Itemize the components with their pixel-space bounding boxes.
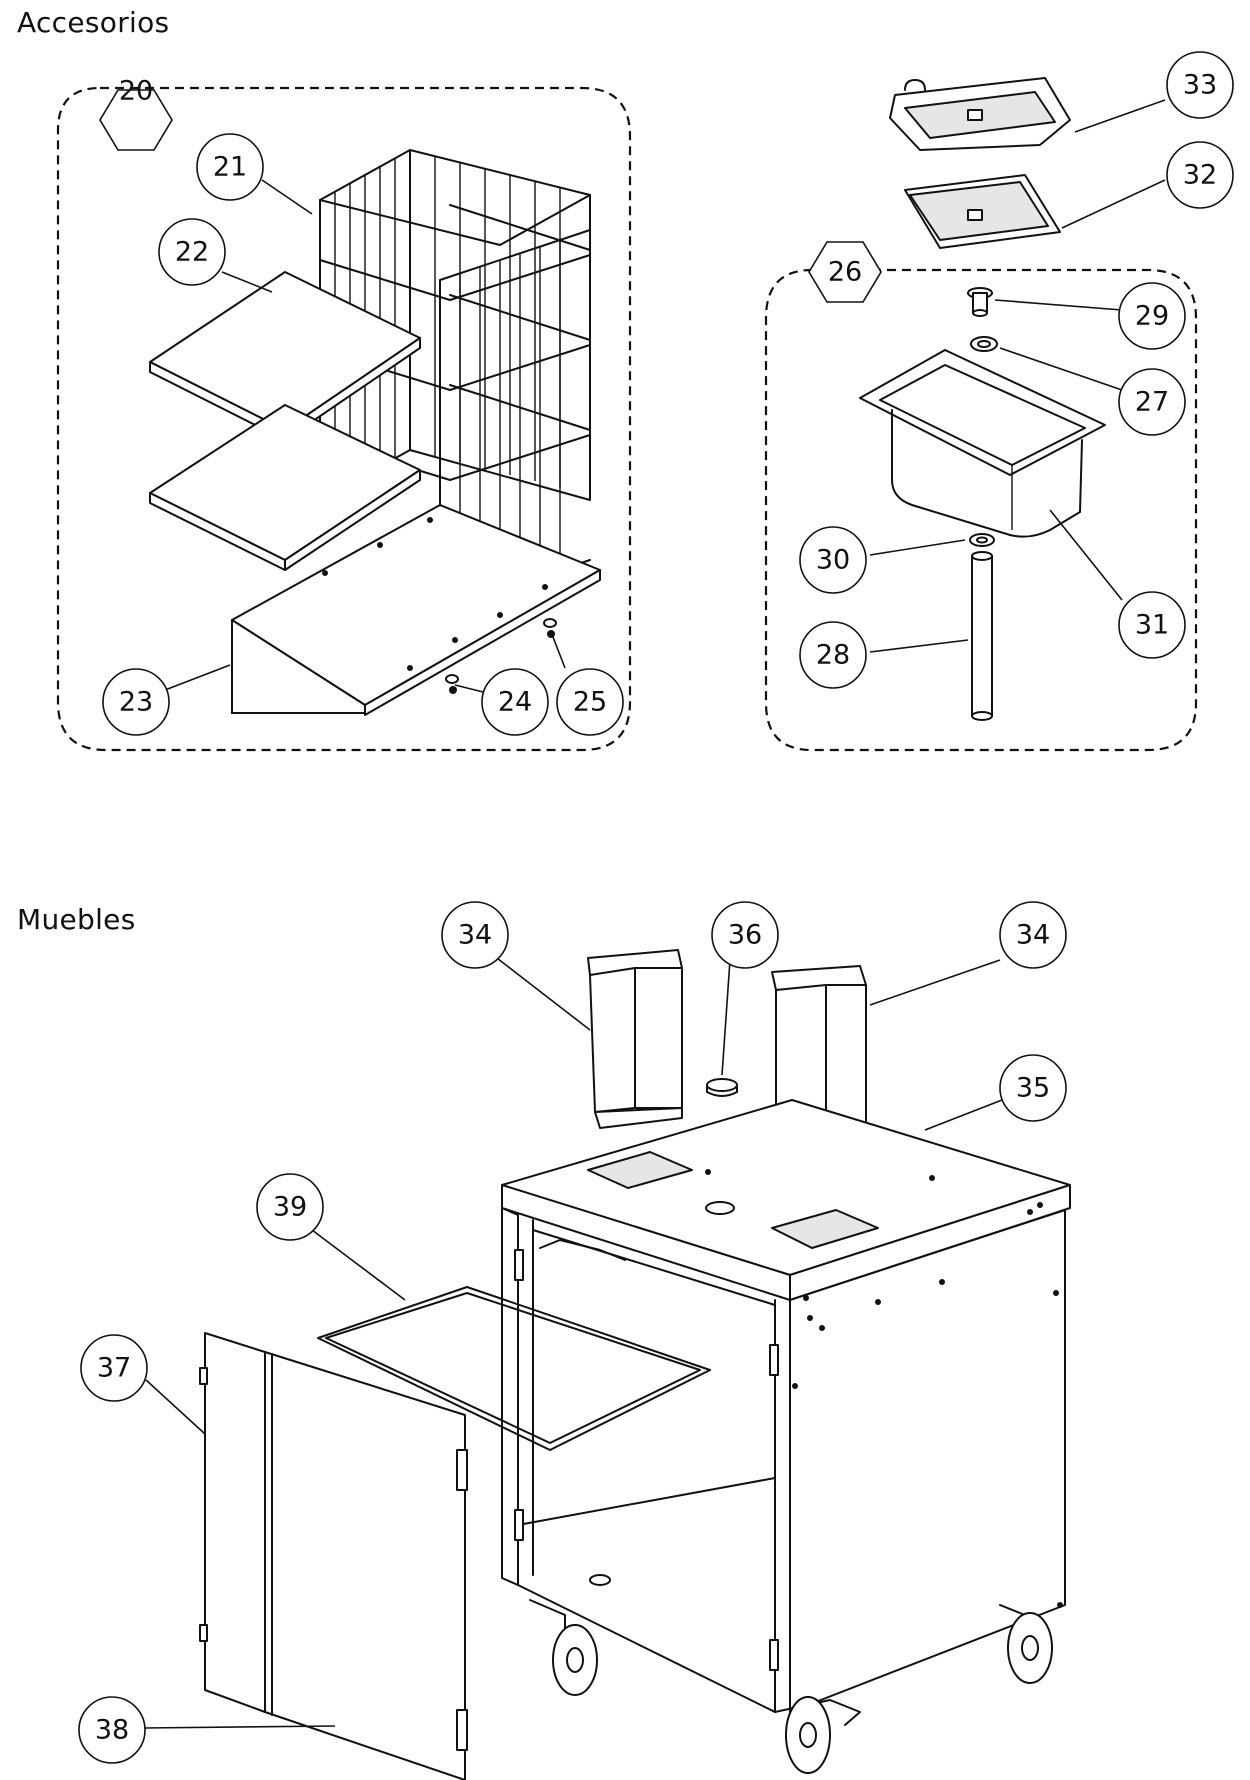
group-20-boundary — [56, 86, 632, 752]
wire-basket — [319, 149, 591, 611]
casters — [529, 1599, 1053, 1774]
callout-28: 28 — [799, 621, 867, 689]
callout-33: 33 — [1166, 51, 1234, 119]
callout-34-right: 34 — [999, 901, 1067, 969]
svg-text:21: 21 — [213, 152, 247, 183]
svg-text:36: 36 — [728, 920, 762, 951]
svg-text:20: 20 — [119, 76, 153, 107]
ring-30 — [969, 533, 995, 547]
svg-text:24: 24 — [498, 687, 532, 718]
svg-text:25: 25 — [573, 687, 607, 718]
ring-27 — [970, 336, 998, 352]
callout-21: 21 — [196, 133, 264, 201]
callout-37: 37 — [80, 1334, 148, 1402]
svg-text:30: 30 — [816, 545, 850, 576]
section-title-accesorios: Accesorios — [17, 6, 170, 39]
callout-30: 30 — [799, 526, 867, 594]
callout-36: 36 — [711, 901, 779, 969]
callout-23: 23 — [102, 668, 170, 736]
callout-39: 39 — [256, 1173, 324, 1241]
grid-32 — [904, 174, 1061, 249]
svg-text:29: 29 — [1135, 301, 1169, 332]
cap-36 — [706, 1078, 738, 1097]
group-tag-20: 20 — [99, 76, 173, 151]
callout-24: 24 — [481, 668, 549, 736]
callout-27: 27 — [1118, 368, 1186, 436]
svg-text:32: 32 — [1183, 160, 1217, 191]
leader-lines — [142, 99, 1166, 1729]
callout-34-left: 34 — [441, 901, 509, 969]
svg-text:33: 33 — [1183, 70, 1217, 101]
washers-nuts — [445, 618, 557, 694]
door-37-38 — [199, 1332, 468, 1780]
frame-39 — [317, 1286, 711, 1451]
svg-text:37: 37 — [97, 1353, 131, 1384]
group-26-boundary — [764, 268, 1198, 752]
chute-34-left — [587, 949, 683, 1129]
base-tray-23 — [231, 504, 601, 716]
svg-text:38: 38 — [95, 1715, 129, 1746]
svg-text:31: 31 — [1135, 610, 1169, 641]
svg-text:23: 23 — [119, 687, 153, 718]
callout-35: 35 — [999, 1054, 1067, 1122]
callout-25: 25 — [556, 668, 624, 736]
svg-text:34: 34 — [1016, 920, 1050, 951]
group-tag-26: 26 — [808, 241, 882, 303]
callout-32: 32 — [1166, 141, 1234, 209]
gn-pan-31 — [859, 349, 1106, 538]
drain-plug-29 — [967, 287, 993, 317]
svg-text:22: 22 — [175, 237, 209, 268]
svg-text:39: 39 — [273, 1192, 307, 1223]
tube-28 — [971, 551, 993, 721]
lower-shelf — [149, 404, 421, 571]
callout-31: 31 — [1118, 591, 1186, 659]
callout-29: 29 — [1118, 282, 1186, 350]
svg-text:34: 34 — [458, 920, 492, 951]
cabinet-35 — [501, 1099, 1071, 1713]
svg-text:26: 26 — [828, 257, 862, 288]
lid-33 — [889, 77, 1071, 151]
callout-22: 22 — [158, 218, 226, 286]
section-title-muebles: Muebles — [17, 903, 136, 936]
svg-text:28: 28 — [816, 640, 850, 671]
svg-text:35: 35 — [1016, 1073, 1050, 1104]
shelf-22 — [149, 271, 421, 441]
svg-text:27: 27 — [1135, 387, 1169, 418]
callout-38: 38 — [78, 1696, 146, 1764]
